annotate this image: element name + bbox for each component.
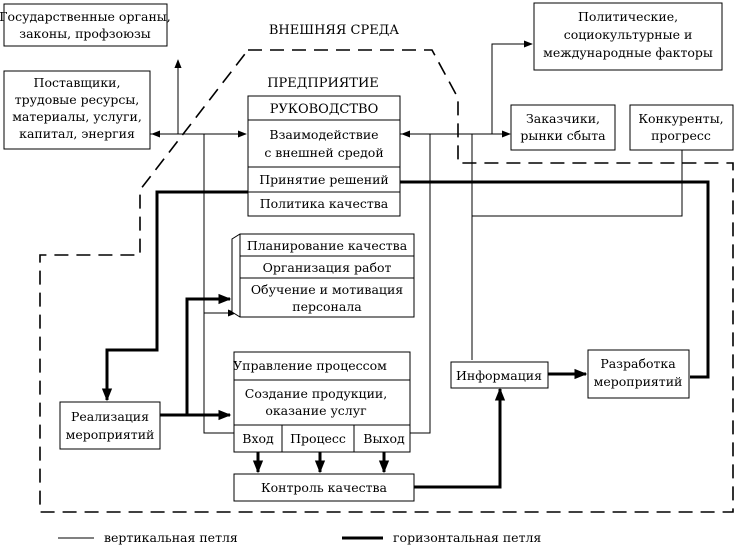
customers-line-2: рынки сбыта — [520, 128, 606, 143]
suppliers-box: Поставщики, трудовые ресурсы, материалы,… — [3, 70, 151, 150]
legend-horizontal-label: горизонтальная петля — [393, 530, 541, 545]
management-title: РУКОВОДСТВО — [270, 102, 378, 117]
information-box: Информация — [450, 361, 549, 389]
management-row-1-line-2: с внешней средой — [264, 145, 383, 160]
planning-row-1: Планирование качества — [247, 238, 408, 253]
environment-boundary — [39, 49, 734, 513]
gov-line-1: Государственные органы, — [0, 9, 171, 24]
realization-box: Реализация мероприятий — [59, 401, 161, 450]
political-box: Политические, социокультурные и междунар… — [533, 2, 723, 71]
realization-line-2: мероприятий — [66, 427, 155, 442]
quality-control-label: Контроль качества — [261, 480, 388, 495]
management-box: РУКОВОДСТВО Взаимодействие с внешней сре… — [247, 95, 401, 217]
process-cell-process: Процесс — [290, 431, 346, 446]
competitors-line-1: Конкуренты, — [638, 111, 723, 126]
suppliers-line-4: капитал, энергия — [19, 126, 135, 141]
process-box: Управление процессом Создание продукции,… — [233, 351, 411, 453]
planning-box: Планирование качества Организация работ … — [231, 233, 415, 318]
development-line-1: Разработка — [600, 356, 676, 371]
process-cell-input: Вход — [242, 431, 274, 446]
information-label: Информация — [456, 368, 542, 383]
realization-line-1: Реализация — [71, 409, 149, 424]
political-line-2: социокультурные и — [564, 27, 693, 42]
customers-box: Заказчики, рынки сбыта — [510, 104, 616, 151]
management-row-2: Принятие решений — [259, 172, 388, 187]
horizontal-loop-lines — [101, 180, 710, 489]
customers-line-1: Заказчики, — [526, 111, 600, 126]
competitors-line-2: прогресс — [651, 128, 711, 143]
process-row-1-line-2: оказание услуг — [265, 403, 366, 418]
gov-box: Государственные органы, законы, профзоюз… — [0, 3, 171, 47]
process-cell-output: Выход — [363, 431, 405, 446]
competitors-box: Конкуренты, прогресс — [629, 104, 734, 151]
planning-row-3-line-1: Обучение и мотивация — [251, 282, 403, 297]
suppliers-line-1: Поставщики, — [34, 75, 121, 90]
suppliers-line-2: трудовые ресурсы, — [15, 92, 140, 107]
suppliers-line-3: материалы, услуги, — [12, 109, 142, 124]
enterprise-label: ПРЕДПРИЯТИЕ — [267, 76, 379, 91]
political-line-1: Политические, — [578, 9, 678, 24]
gov-line-2: законы, профзоюзы — [19, 26, 151, 41]
legend: вертикальная петля горизонтальная петля — [58, 530, 541, 545]
vertical-loop-lines — [150, 40, 683, 434]
process-row-1-line-1: Создание продукции, — [245, 386, 388, 401]
development-box: Разработка мероприятий — [587, 349, 690, 399]
process-title: Управление процессом — [233, 358, 387, 373]
planning-row-3-line-2: персонала — [292, 299, 362, 314]
management-row-1-line-1: Взаимодействие — [269, 127, 378, 142]
political-line-3: международные факторы — [543, 45, 713, 60]
environment-label: ВНЕШНЯЯ СРЕДА — [269, 23, 399, 38]
legend-vertical-label: вертикальная петля — [104, 530, 238, 545]
development-line-2: мероприятий — [594, 374, 683, 389]
quality-control-box: Контроль качества — [233, 473, 415, 502]
planning-row-2: Организация работ — [263, 260, 392, 275]
management-row-3: Политика качества — [260, 196, 389, 211]
